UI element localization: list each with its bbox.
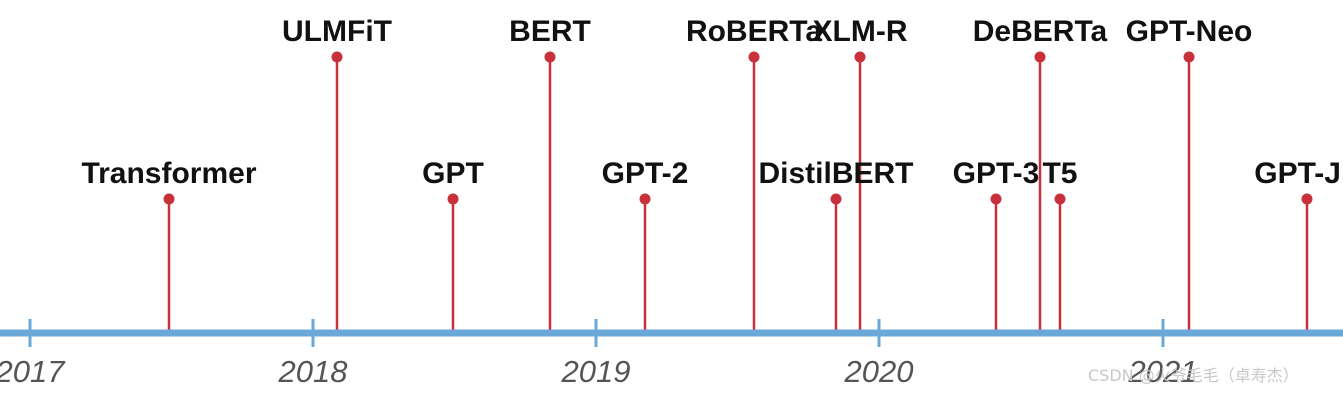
model-labels: Transformer ULMFiT GPT BERT GPT-2 RoBERTaDist… [81,15,1341,190]
year-ticks [28,319,1165,347]
marker-gpt [447,193,459,205]
marker-ulmfit [331,51,343,63]
label-roberta: RoBERTa [686,15,822,48]
marker-gpt-3 [990,193,1002,205]
label-xlm-r: XLM-R [813,15,908,48]
watermark-text: CSDN @火爷毛毛（卓寿杰） [1088,366,1299,385]
label-gpt-j: GPT-J [1254,157,1341,190]
marker-xlm-r [854,51,866,63]
marker-deberta [1034,51,1046,63]
label-gpt-3: GPT-3 [953,157,1040,190]
marker-roberta [748,51,760,63]
label-gpt: GPT [422,157,484,190]
marker-transformer [163,193,175,205]
year-label-2020: 2020 [844,354,914,389]
label-bert: BERT [509,15,591,48]
year-labels: 2017 2018 2019 2020 2021 [0,354,1197,389]
year-label-2017: 2017 [0,354,66,389]
label-ulmfit: ULMFiT [282,15,392,48]
marker-distilbert [830,193,842,205]
label-distilbert: DistilBERT [758,157,913,190]
marker-bert [544,51,556,63]
year-label-2018: 2018 [278,354,349,389]
stems-layer [163,51,1313,333]
label-gpt-neo: GPT-Neo [1126,15,1253,48]
label-transformer: Transformer [81,157,256,190]
marker-gpt-j [1301,193,1313,205]
label-gpt-2: GPT-2 [602,157,689,190]
marker-gpt-2 [639,193,651,205]
label-deberta: DeBERTa [973,15,1108,48]
year-label-2021: 2021 [1128,354,1198,389]
year-label-2019: 2019 [561,354,631,389]
marker-t5 [1054,193,1066,205]
label-t5: T5 [1042,157,1077,190]
marker-gpt-neo [1183,51,1195,63]
